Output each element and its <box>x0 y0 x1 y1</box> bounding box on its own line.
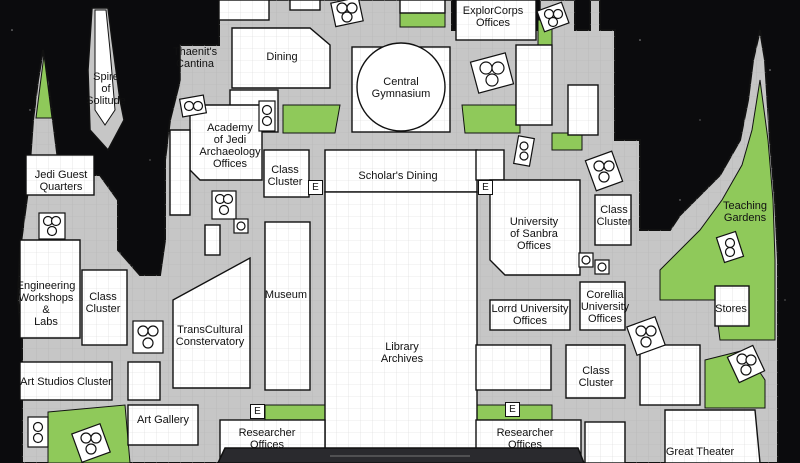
hangar-edge <box>217 447 585 463</box>
room-label-class-cluster-c: Class Cluster <box>85 291 121 315</box>
room-label-researcher-left: Researcher Offices <box>238 427 296 451</box>
room-label-great-theater: Great Theater <box>665 446 735 458</box>
gymnasium-ring <box>356 42 446 132</box>
room-label-museum: Museum <box>264 289 308 301</box>
elevator-marker: E <box>308 180 323 195</box>
room-label-class-cluster-b: Class Cluster <box>596 204 632 228</box>
room-label-library: Library Archives <box>380 341 424 365</box>
rooms <box>19 0 761 463</box>
elevator-marker: E <box>250 404 265 419</box>
room-label-scholars-dining: Scholar's Dining <box>358 170 438 182</box>
room-label-teaching-gardens: Teaching Gardens <box>722 200 768 224</box>
room-label-central-gymnasium: Central Gymnasium <box>371 76 431 100</box>
room-label-art-studios: Art Studios Cluster <box>20 376 112 388</box>
room-label-dining: Dining <box>266 51 298 63</box>
room-label-class-cluster-a: Class Cluster <box>267 164 303 188</box>
room-label-engineering: Engineering Workshops & Labs <box>16 280 76 328</box>
starfield <box>11 29 786 301</box>
room-label-transcultural: TransCultural Constervatory <box>175 324 245 348</box>
room-label-university-sanbra: University of Sanbra Offices <box>509 216 559 252</box>
room-label-thaenits-cantina: Thaenit's Cantina <box>172 46 218 70</box>
room-label-jedi-guest: Jedi Guest Quarters <box>34 169 88 193</box>
room-label-corellia: Corellia University Offices <box>580 289 630 325</box>
elevator-marker: E <box>478 180 493 195</box>
elevator-marker: E <box>505 402 520 417</box>
room-label-explorcorps: ExplorCorps Offices <box>462 5 524 29</box>
room-label-researcher-right: Researcher Offices <box>496 427 554 451</box>
room-label-spire: Spire of Solitude <box>86 71 126 107</box>
room-label-lorrd: Lorrd University Offices <box>491 303 569 327</box>
room-label-class-cluster-d: Class Cluster <box>578 365 614 389</box>
lift-clusters <box>27 0 766 463</box>
room-label-stores: Stores <box>715 303 747 315</box>
room-label-art-gallery: Art Gallery <box>137 414 189 426</box>
gardens <box>35 12 776 463</box>
room-label-academy: Academy of Jedi Archaeology Offices <box>199 122 261 170</box>
